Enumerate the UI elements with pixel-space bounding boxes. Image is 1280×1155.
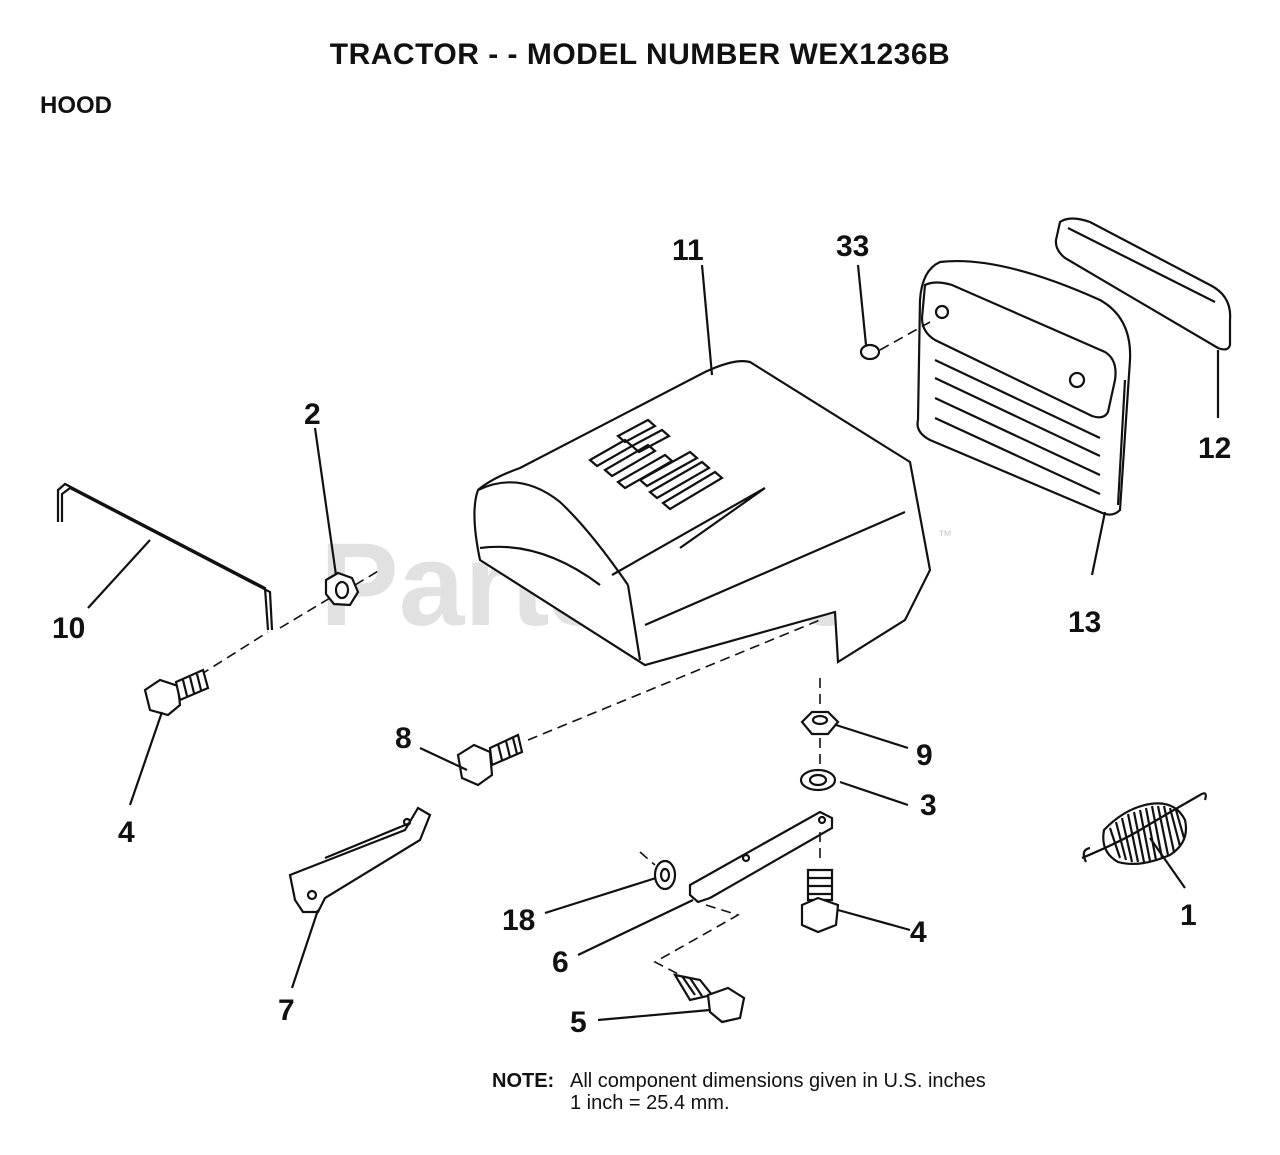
plug-part-33[interactable] — [859, 343, 881, 361]
callout-8: 8 — [395, 722, 412, 755]
callout-1: 1 — [1180, 899, 1197, 932]
grille-part-13[interactable] — [916, 259, 1132, 516]
note-line-2: 1 inch = 25.4 mm. — [570, 1092, 730, 1114]
spring-part-1[interactable] — [1081, 792, 1207, 865]
bolt-part-4a[interactable] — [143, 668, 210, 717]
leader-lines — [87, 264, 1220, 1022]
hood-part-11[interactable] — [473, 360, 932, 667]
callout-33: 33 — [836, 230, 869, 263]
nut-part-9[interactable] — [800, 710, 840, 736]
washer-part-18[interactable] — [653, 859, 677, 891]
nut-part-2[interactable] — [324, 571, 360, 607]
section-title: HOOD — [40, 92, 112, 119]
callout-9: 9 — [916, 739, 933, 772]
callout-4b: 4 — [910, 916, 927, 949]
bracket-part-6[interactable] — [688, 810, 834, 904]
note-line-1: All component dimensions given in U.S. i… — [570, 1070, 986, 1092]
note-block: NOTE: All component dimensions given in U… — [492, 1070, 986, 1114]
callout-2: 2 — [304, 398, 321, 431]
bracket-part-7[interactable] — [288, 806, 432, 914]
plate-part-12[interactable] — [1054, 217, 1232, 351]
page-title: TRACTOR - - MODEL NUMBER WEX1236B — [329, 38, 951, 71]
callout-4a: 4 — [118, 816, 135, 849]
washer-part-3[interactable] — [799, 768, 837, 792]
bolt-part-5[interactable] — [672, 973, 746, 1024]
bolt-part-8[interactable] — [456, 733, 524, 787]
bolt-part-4b[interactable] — [800, 868, 840, 934]
callout-13: 13 — [1068, 606, 1101, 639]
callout-5: 5 — [570, 1006, 587, 1039]
callout-11: 11 — [672, 234, 704, 267]
callout-7: 7 — [278, 994, 295, 1027]
callout-10: 10 — [52, 612, 85, 645]
rod-part-10[interactable] — [56, 482, 274, 631]
callout-6: 6 — [552, 946, 569, 979]
callout-3: 3 — [920, 789, 937, 822]
callout-12: 12 — [1198, 432, 1231, 465]
callout-18: 18 — [502, 904, 535, 937]
note-label: NOTE: — [492, 1070, 555, 1092]
watermark-tm: ™ — [938, 527, 952, 543]
